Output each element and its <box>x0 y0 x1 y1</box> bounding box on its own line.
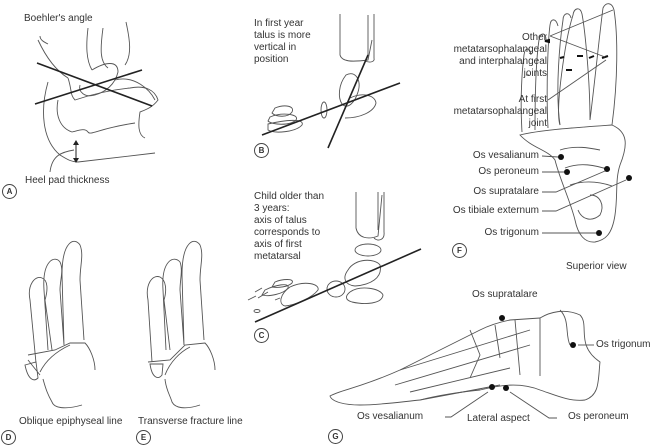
g-dot-os-vesalianum <box>489 384 495 390</box>
badge-f: F <box>452 243 467 258</box>
g-label-os-vesalianum: Os vesalianum <box>357 411 424 422</box>
caption-c-line: axis of first <box>254 239 302 250</box>
badge-c: C <box>254 328 269 343</box>
caption-b-line: vertical in <box>254 42 297 53</box>
label-first-mtp-joint: At first metatarsophalangeal joint <box>454 94 547 130</box>
badge-g: G <box>328 429 343 444</box>
caption-b-line: position <box>254 54 289 65</box>
panel-d-oblique-epiphyseal-drawing <box>24 240 96 409</box>
f-label-os-tibiale-externum: Os tibiale externum <box>452 205 539 216</box>
badge-a: A <box>2 184 17 199</box>
label-other-joints: Other metatarsophalangeal and interphala… <box>454 32 547 80</box>
panel-f-superior-foot-drawing <box>519 3 632 243</box>
f-label-os-supratalare: Os supratalare <box>473 186 539 197</box>
label-superior-view: Superior view <box>566 261 627 272</box>
g-label-os-supratalare: Os supratalare <box>472 289 538 300</box>
panel-c-child-foot-drawing <box>247 192 422 323</box>
label-first-joint-line: joint <box>528 118 547 129</box>
g-dot-os-peroneum <box>503 385 509 391</box>
label-other-joints-line: Other <box>521 32 547 43</box>
caption-c-line: Child older than <box>254 191 325 202</box>
boehler-line-2 <box>34 69 143 105</box>
f-dot-os-supratalare <box>604 166 610 172</box>
label-first-joint-line: At first <box>518 94 547 105</box>
label-other-joints-line: and interphalangeal <box>459 56 547 67</box>
panel-g-lateral-foot-drawing <box>329 309 601 419</box>
label-other-joints-line: metatarsophalangeal <box>453 44 547 55</box>
caption-c-line: 3 years: <box>254 203 290 214</box>
g-label-os-peroneum: Os peroneum <box>568 411 629 422</box>
caption-b: In first year talus is more vertical in … <box>254 18 311 66</box>
caption-c-line: metatarsal <box>254 251 301 262</box>
caption-e: Transverse fracture line <box>138 416 243 427</box>
label-boehlers-angle: Boehler's angle <box>24 13 93 24</box>
b-axis-talus <box>327 54 369 149</box>
g-dot-os-supratalare <box>499 315 505 321</box>
caption-b-line: In first year <box>254 18 304 29</box>
label-first-joint-line: metatarsophalangeal <box>453 106 547 117</box>
caption-b-line: talus is more <box>254 30 311 41</box>
panel-e-transverse-fracture-drawing <box>146 240 216 409</box>
panel-b-infant-foot-drawing <box>261 14 401 149</box>
f-label-os-peroneum: Os peroneum <box>478 166 539 177</box>
badge-e: E <box>136 430 151 445</box>
g-label-lateral-aspect: Lateral aspect <box>467 413 530 424</box>
label-other-joints-line: joints <box>523 68 547 79</box>
caption-c: Child older than 3 years: axis of talus … <box>254 191 324 263</box>
f-dot-os-vesalianum <box>558 154 564 160</box>
caption-d: Oblique epiphyseal line <box>19 416 123 427</box>
caption-c-line: axis of talus <box>254 215 307 226</box>
f-dot-os-tibiale-externum <box>626 175 632 181</box>
g-dot-os-trigonum <box>570 342 576 348</box>
f-dot-os-peroneum <box>564 169 570 175</box>
label-heel-pad-thickness: Heel pad thickness <box>25 175 110 186</box>
c-axis-talus-metatarsal <box>254 248 422 323</box>
badge-d: D <box>1 430 16 445</box>
f-dot-os-trigonum <box>596 230 602 236</box>
b-axis-metatarsal <box>261 82 401 136</box>
g-label-os-trigonum: Os trigonum <box>596 339 650 350</box>
f-label-os-trigonum: Os trigonum <box>484 227 539 238</box>
badge-b: B <box>254 143 269 158</box>
f-label-os-vesalianum: Os vesalianum <box>472 150 539 161</box>
caption-c-line: corresponds to <box>254 227 321 238</box>
panel-a-calcaneus-drawing <box>34 21 159 173</box>
